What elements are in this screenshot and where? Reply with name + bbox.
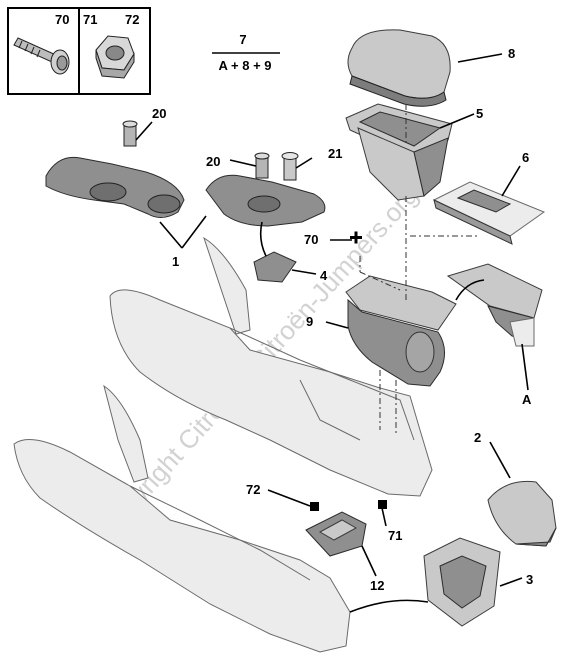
callout-12: 12 [370,578,384,593]
callout-a: A [522,392,532,407]
part-4-clip [253,251,297,283]
fastener-legend-box: 70 71 72 [7,7,151,95]
callout-9: 9 [306,314,313,329]
formula-bottom: A + 8 + 9 [219,58,272,73]
legend-label-70: 70 [55,12,69,27]
callout-4: 4 [320,268,328,283]
plus-marker-70 [350,231,362,244]
screw-70-icon [13,37,70,75]
part-6-trim-plate [432,181,546,245]
callout-6: 6 [522,150,529,165]
square-marker-71 [378,500,387,509]
console-shell-upper [109,236,433,497]
part-8-armrest-lid [347,29,451,107]
part-12-bracket [305,511,367,557]
part-1-gear-bezels [45,156,326,227]
part-a-end-cover [446,263,543,347]
square-marker-72 [310,502,319,511]
callout-8: 8 [508,46,515,61]
assembly-axes [359,104,478,436]
callout-70: 70 [304,232,318,247]
callout-3: 3 [526,572,533,587]
formula-top: 7 [239,32,246,47]
part-21-pin [281,152,299,181]
part-7-formula: 7 A + 8 + 9 [212,32,280,73]
nut-72-icon [95,35,135,79]
legend-label-71: 71 [83,12,97,27]
leader-lines [135,53,529,613]
callout-labels: 8 5 6 20 20 21 1 70 4 9 A 2 72 71 12 3 [152,46,533,593]
part-20-pin-right [254,152,270,179]
part-2-rear-cover [487,480,557,547]
callout-72: 72 [246,482,260,497]
console-shell-lower [13,384,351,653]
part-3-rear-housing [423,537,501,627]
callout-5: 5 [476,106,483,121]
part-20-pin-left [122,120,138,147]
callout-21: 21 [328,146,342,161]
part-9-console-storage [345,275,457,387]
callout-71: 71 [388,528,402,543]
callout-1: 1 [172,254,179,269]
callout-2: 2 [474,430,481,445]
callout-20-left: 20 [152,106,166,121]
callout-20-right: 20 [206,154,220,169]
part-5-storage-box [345,103,453,201]
legend-label-72: 72 [125,12,139,27]
fastener-markers [310,231,387,511]
